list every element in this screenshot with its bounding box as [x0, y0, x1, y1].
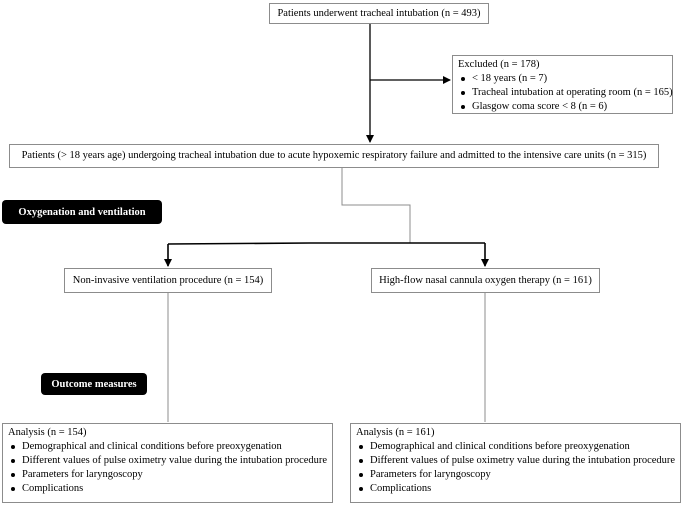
label-outcome-measures: Outcome measures [41, 373, 147, 395]
box-total-patients-text: Patients underwent tracheal intubation (… [277, 7, 481, 19]
box-admitted-patients: Patients (> 18 years age) undergoing tra… [9, 144, 659, 168]
excluded-item: Tracheal intubation at operating room (n… [458, 86, 673, 100]
analysis-niv-title: Analysis (n = 154) [8, 427, 87, 438]
analysis-item: Parameters for laryngoscopy [356, 468, 675, 482]
box-niv: Non-invasive ventilation procedure (n = … [64, 268, 272, 293]
box-hfnc-text: High-flow nasal cannula oxygen therapy (… [379, 274, 592, 286]
box-admitted-patients-text: Patients (> 18 years age) undergoing tra… [21, 150, 647, 161]
box-analysis-niv: Analysis (n = 154) Demographical and cli… [2, 423, 333, 503]
analysis-hfnc-title: Analysis (n = 161) [356, 427, 435, 438]
box-analysis-hfnc: Analysis (n = 161) Demographical and cli… [350, 423, 681, 503]
box-total-patients: Patients underwent tracheal intubation (… [269, 3, 489, 24]
box-niv-text: Non-invasive ventilation procedure (n = … [72, 274, 264, 286]
branch-line-left [167, 242, 311, 245]
analysis-hfnc-list: Demographical and clinical conditions be… [356, 440, 675, 496]
analysis-item: Different values of pulse oximetry value… [356, 454, 675, 468]
analysis-item: Complications [8, 482, 327, 496]
box-excluded: Excluded (n = 178) < 18 years (n = 7) Tr… [452, 55, 673, 114]
analysis-item: Parameters for laryngoscopy [8, 468, 327, 482]
excluded-title: Excluded (n = 178) [458, 59, 540, 70]
excluded-item: Glasgow coma score < 8 (n = 6) [458, 100, 667, 114]
box-hfnc: High-flow nasal cannula oxygen therapy (… [371, 268, 600, 293]
analysis-item: Demographical and clinical conditions be… [356, 440, 675, 454]
analysis-niv-list: Demographical and clinical conditions be… [8, 440, 327, 496]
analysis-item: Demographical and clinical conditions be… [8, 440, 327, 454]
label-oxygenation-ventilation: Oxygenation and ventilation [2, 200, 162, 224]
analysis-item: Complications [356, 482, 675, 496]
line-admitted-down [341, 168, 411, 243]
label-oxygenation-ventilation-text: Oxygenation and ventilation [18, 206, 146, 218]
analysis-item: Different values of pulse oximetry value… [8, 454, 327, 468]
label-outcome-measures-text: Outcome measures [51, 378, 137, 390]
excluded-list: < 18 years (n = 7) Tracheal intubation a… [458, 72, 673, 114]
excluded-item: < 18 years (n = 7) [458, 72, 667, 86]
